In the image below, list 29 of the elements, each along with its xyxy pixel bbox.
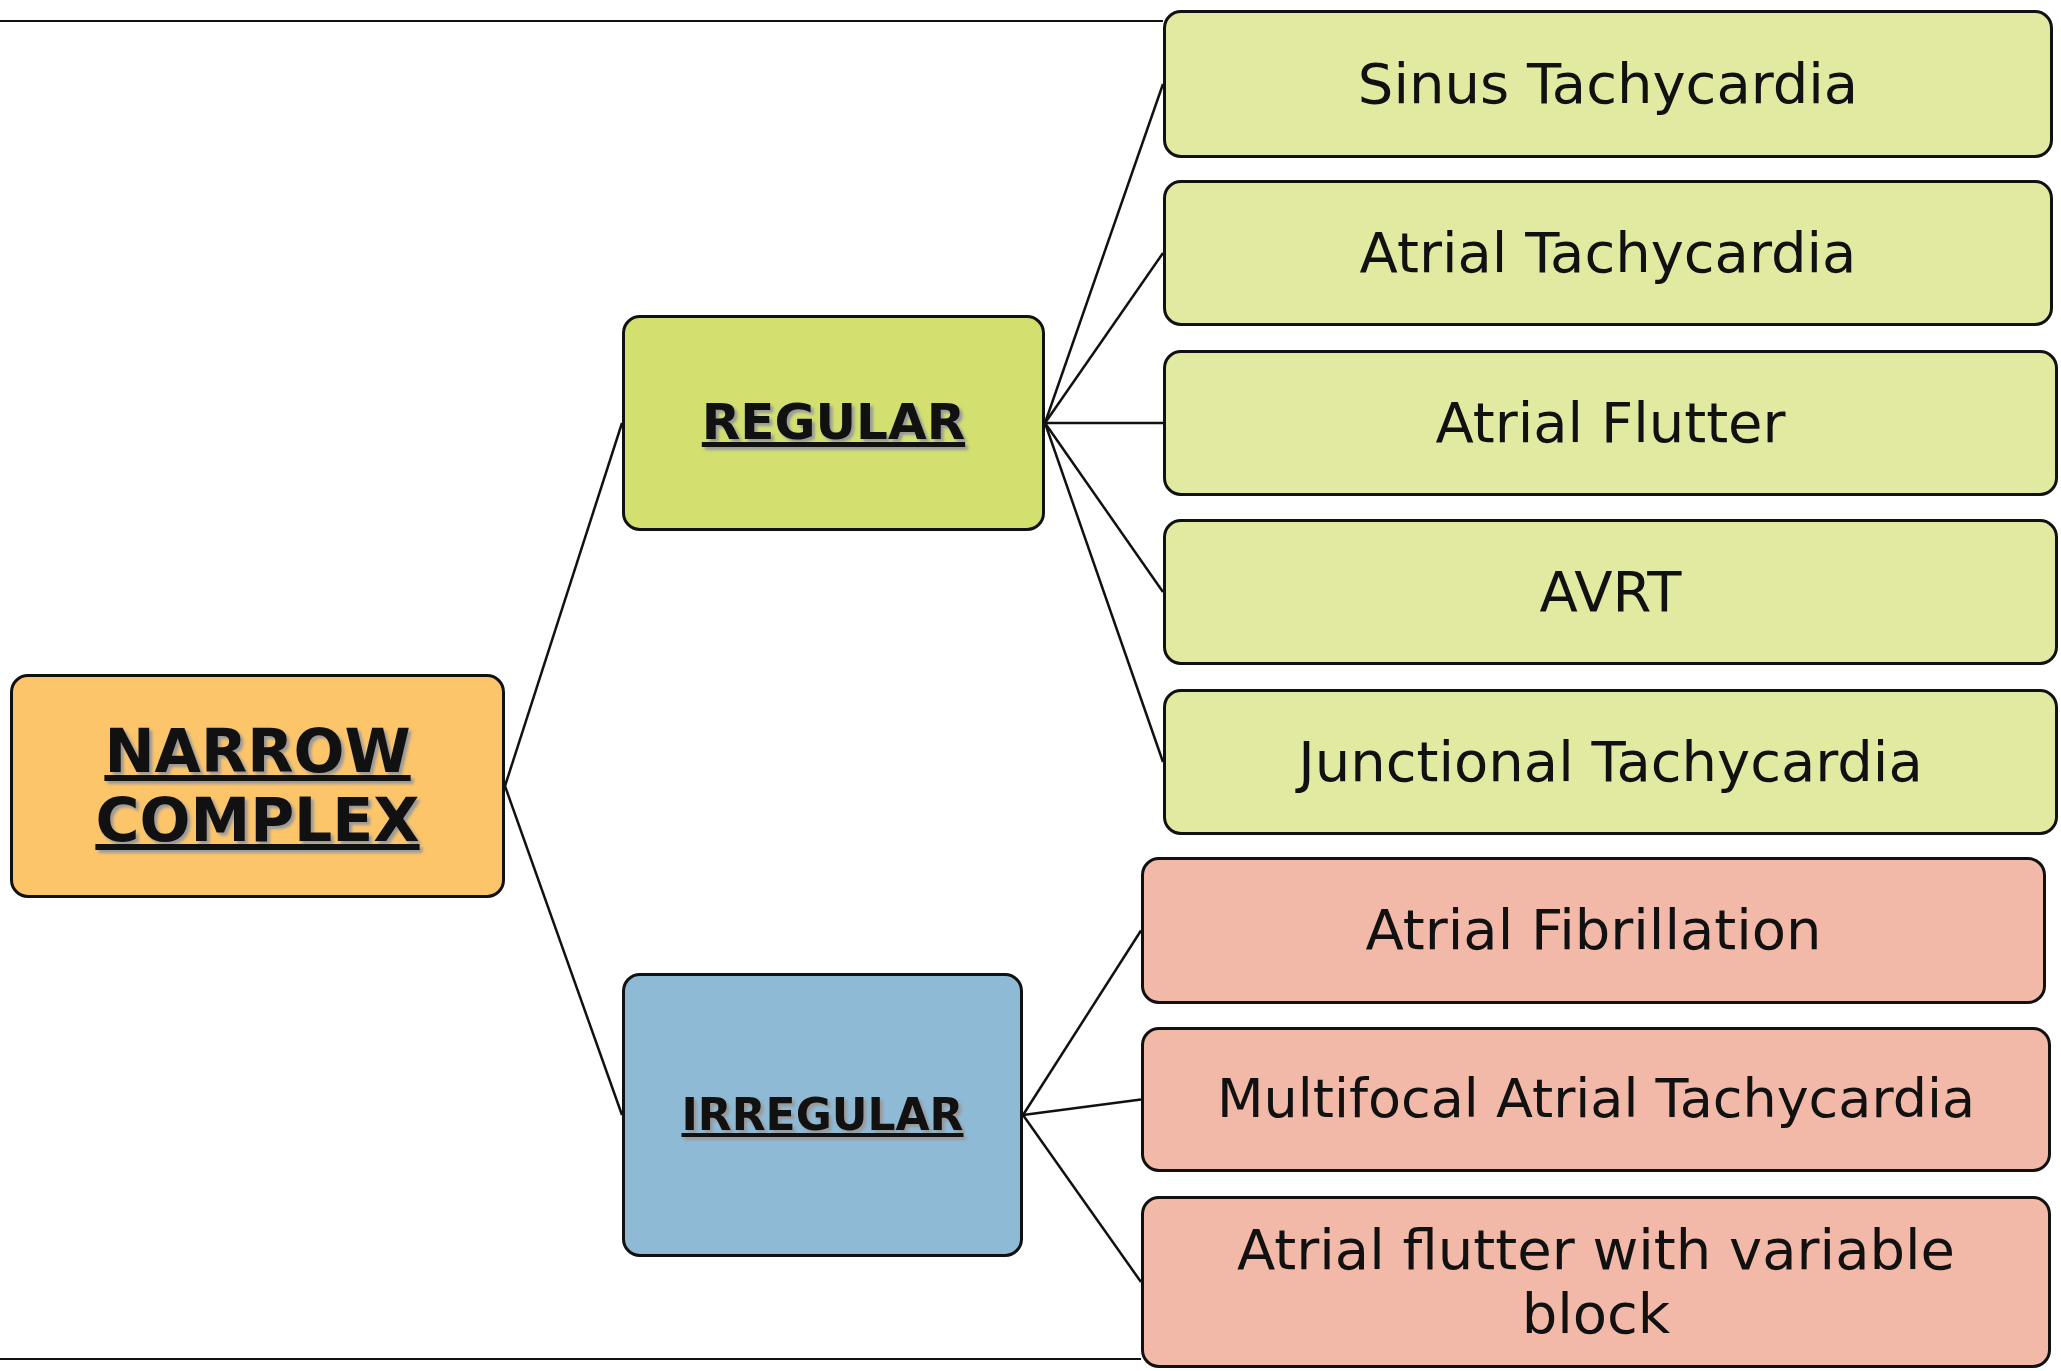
rhythm-box bbox=[1141, 1196, 2051, 1368]
rhythm-box bbox=[1163, 180, 2053, 326]
rhythm-label: Atrial flutter with variable block bbox=[1236, 1217, 1956, 1347]
rhythm-box bbox=[1141, 857, 2046, 1004]
rhythm-box bbox=[1163, 519, 2058, 665]
category-label: IRREGULAR bbox=[681, 1089, 964, 1141]
connector-line bbox=[1045, 421, 1163, 425]
connector-line bbox=[1043, 252, 1165, 424]
rhythm-box bbox=[1163, 689, 2058, 835]
category-box bbox=[622, 315, 1045, 531]
connector-line bbox=[1022, 1098, 1142, 1117]
category-box bbox=[10, 674, 505, 898]
category-box bbox=[622, 973, 1023, 1257]
rhythm-label: Multifocal Atrial Tachycardia bbox=[1217, 1068, 1975, 1131]
rhythm-label: Atrial Tachycardia bbox=[1359, 220, 1857, 286]
rhythm-box bbox=[1163, 350, 2058, 496]
connector-line bbox=[503, 422, 624, 787]
rhythm-label: Sinus Tachycardia bbox=[1357, 51, 1859, 117]
connector-line bbox=[1021, 929, 1143, 1116]
category-label: NARROW COMPLEX bbox=[94, 717, 421, 855]
rhythm-label: Atrial Flutter bbox=[1435, 390, 1786, 456]
rhythm-box bbox=[1141, 1027, 2051, 1172]
connector-line bbox=[1021, 1114, 1143, 1283]
connector-line bbox=[503, 785, 624, 1116]
connector-line bbox=[1043, 422, 1165, 593]
rhythm-label: Atrial Fibrillation bbox=[1365, 898, 1822, 963]
rhythm-label: AVRT bbox=[1539, 559, 1682, 625]
rhythm-box bbox=[1163, 10, 2053, 158]
category-label: REGULAR bbox=[701, 394, 966, 452]
